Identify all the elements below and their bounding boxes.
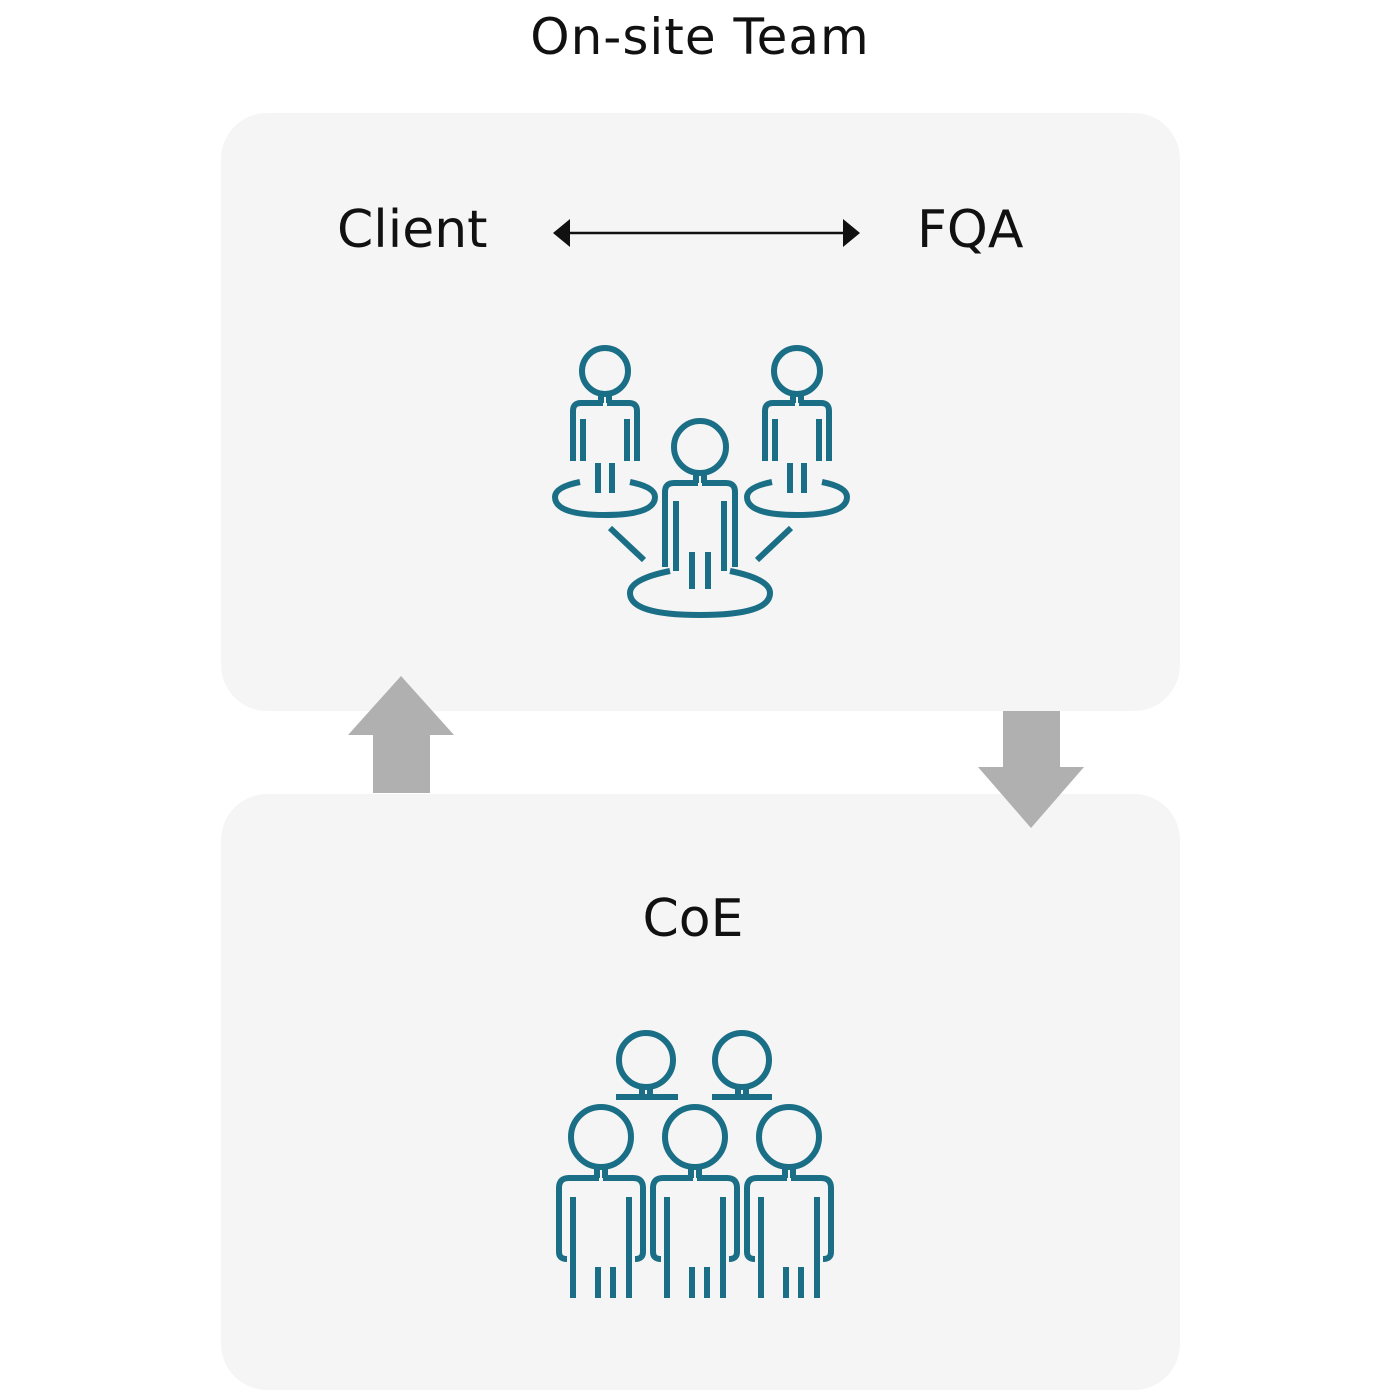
connected-team-icon (551, 345, 851, 619)
up-arrow-icon (348, 676, 454, 793)
coe-panel (221, 794, 1180, 1390)
group-team-icon (556, 1030, 834, 1298)
onsite-team-panel (221, 113, 1180, 711)
fqa-label: FQA (917, 200, 1024, 260)
client-label: Client (337, 200, 488, 260)
bidirectional-arrow-icon (553, 219, 860, 247)
down-arrow-icon (978, 711, 1084, 828)
coe-label: CoE (642, 889, 744, 949)
diagram-title: On-site Team (530, 8, 870, 66)
